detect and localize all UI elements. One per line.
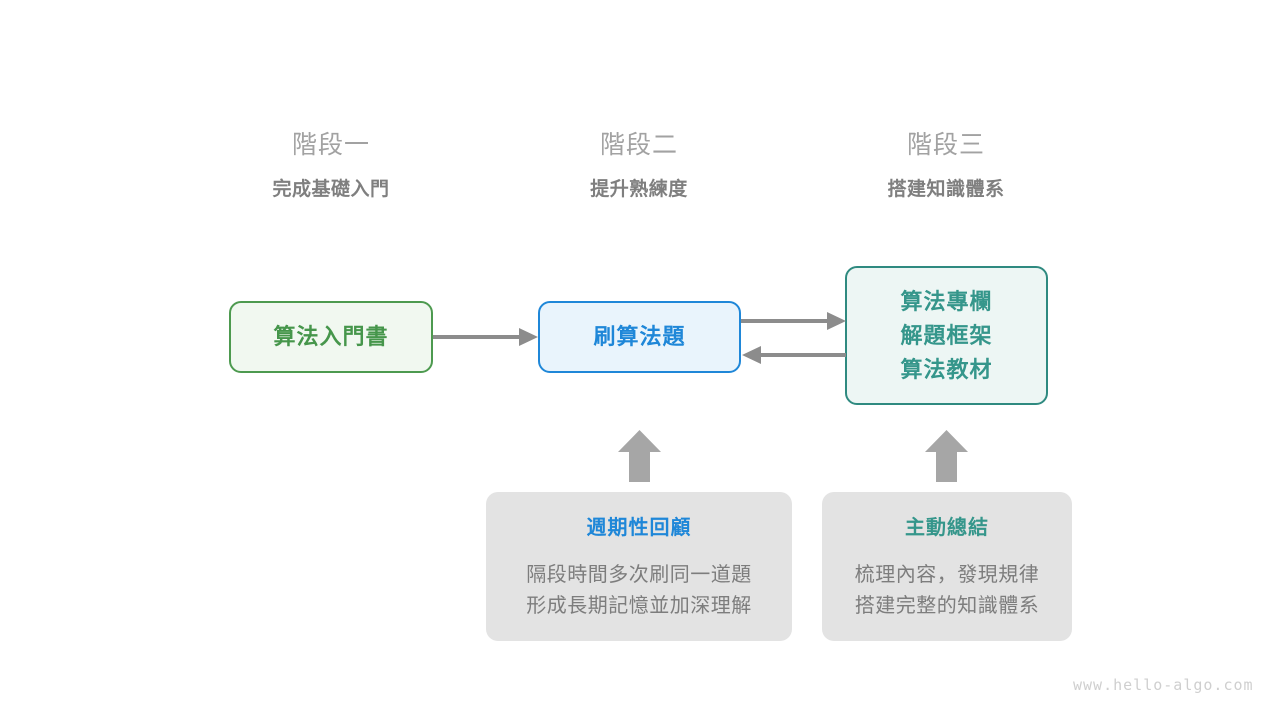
card-title: 主動總結 [905, 517, 989, 539]
card-body-line-2: 形成長期記憶並加深理解 [526, 595, 752, 617]
stage-column-2: 階段二 提升熟練度 [529, 128, 749, 204]
connector-book-to-practice [433, 328, 538, 346]
card-body: 隔段時間多次刷同一道題 形成長期記憶並加深理解 [486, 560, 792, 622]
card-active-summary[interactable]: 主動總結 梳理內容，發現規律 搭建完整的知識體系 [822, 492, 1072, 641]
card-body-line-1: 隔段時間多次刷同一道題 [526, 564, 752, 586]
card-periodic-review[interactable]: 週期性回顧 隔段時間多次刷同一道題 形成長期記憶並加深理解 [486, 492, 792, 641]
connector-summary-to-system [925, 430, 968, 482]
node-knowledge-system[interactable]: 算法專欄 解題框架 算法教材 [845, 266, 1048, 405]
card-body: 梳理內容，發現規律 搭建完整的知識體系 [822, 560, 1072, 622]
connector-review-to-practice [618, 430, 661, 482]
watermark: www.hello-algo.com [1073, 676, 1254, 694]
card-body-line-1: 梳理內容，發現規律 [854, 564, 1040, 586]
stage-column-3: 階段三 搭建知識體系 [836, 128, 1056, 204]
card-body-line-2: 搭建完整的知識體系 [854, 595, 1040, 617]
node-label-line-3: 算法教材 [900, 356, 993, 382]
node-label: 刷算法題 [593, 324, 686, 349]
card-title: 週期性回顧 [586, 517, 692, 539]
stage-column-1: 階段一 完成基礎入門 [221, 128, 441, 204]
stage-title-3: 階段三 [906, 131, 985, 159]
node-practice-problems[interactable]: 刷算法題 [538, 301, 741, 373]
node-algorithm-intro-book[interactable]: 算法入門書 [229, 301, 433, 373]
stage-title-1: 階段一 [291, 131, 370, 159]
stage-title-2: 階段二 [599, 131, 678, 159]
stage-subtitle-2: 提升熟練度 [590, 179, 688, 200]
stage-subtitle-1: 完成基礎入門 [272, 179, 390, 200]
node-label: 算法入門書 [273, 324, 389, 349]
node-label-line-2: 解題框架 [900, 322, 993, 348]
connector-practice-to-system [741, 312, 846, 330]
node-label-line-1: 算法專欄 [900, 288, 993, 314]
stage-subtitle-3: 搭建知識體系 [887, 179, 1005, 200]
connector-system-to-practice [742, 346, 846, 364]
